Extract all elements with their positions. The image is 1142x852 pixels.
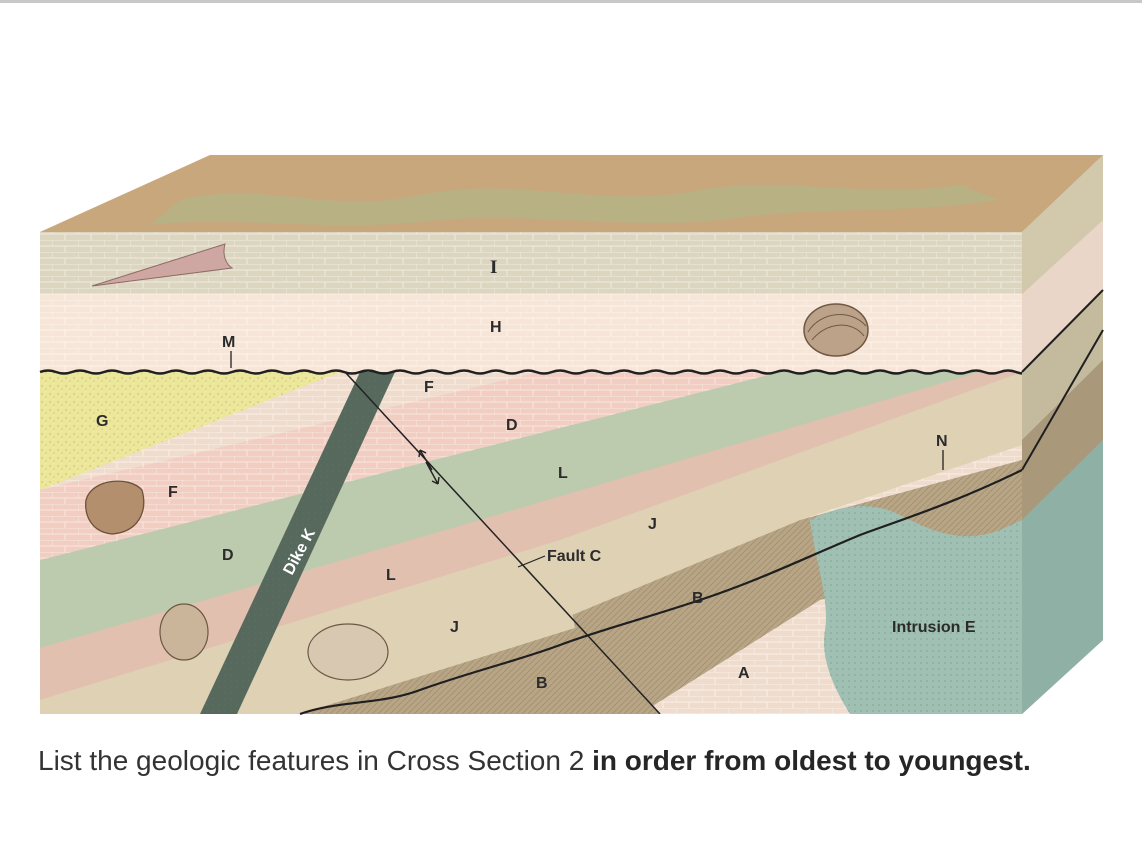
label-fault-C: Fault C bbox=[547, 548, 602, 565]
label-B-lower: B bbox=[536, 675, 548, 692]
label-B-upper: B bbox=[692, 590, 704, 607]
layer-L-band bbox=[40, 372, 1022, 700]
trilobite-fossil-large bbox=[307, 623, 389, 681]
label-L-lower: L bbox=[386, 567, 396, 584]
question-emphasis: in order from oldest to youngest. bbox=[592, 745, 1031, 776]
label-J-upper: J bbox=[648, 516, 657, 533]
label-J-lower: J bbox=[450, 619, 459, 636]
label-F-lower: F bbox=[168, 484, 178, 501]
question-text: List the geologic features in Cross Sect… bbox=[38, 745, 1031, 777]
brachiopod-fossil bbox=[85, 480, 145, 535]
label-L-upper: L bbox=[558, 465, 568, 482]
label-D-upper: D bbox=[506, 417, 518, 434]
fault-arrow-down bbox=[425, 461, 440, 485]
question-prefix: List the geologic features in Cross Sect… bbox=[38, 745, 593, 776]
layer-J-lower bbox=[40, 545, 575, 714]
unconformity-N bbox=[299, 469, 1023, 716]
surface-vegetation bbox=[150, 185, 1000, 226]
label-M: M bbox=[222, 334, 235, 351]
unconformity-M bbox=[39, 369, 1033, 375]
label-G: G bbox=[96, 413, 108, 430]
label-I: I bbox=[490, 257, 497, 278]
label-N: N bbox=[936, 433, 948, 450]
geologic-block-diagram: I H M G F F D D L L J J B B A N Fault C … bbox=[39, 155, 1104, 716]
fault-arrow-up bbox=[418, 449, 433, 471]
side-intrusion bbox=[1022, 440, 1103, 714]
top-divider bbox=[0, 0, 1142, 3]
cone-fossil bbox=[91, 243, 234, 287]
label-D-lower: D bbox=[222, 547, 234, 564]
label-intrusion-E: Intrusion E bbox=[892, 619, 976, 636]
label-H: H bbox=[490, 319, 502, 336]
arrow-fault-C bbox=[517, 555, 546, 568]
clam-fossil bbox=[803, 303, 869, 357]
fault-C-line bbox=[344, 371, 661, 714]
label-F-upper: F bbox=[424, 379, 434, 396]
trilobite-fossil-small bbox=[159, 603, 209, 661]
label-A: A bbox=[738, 665, 750, 682]
